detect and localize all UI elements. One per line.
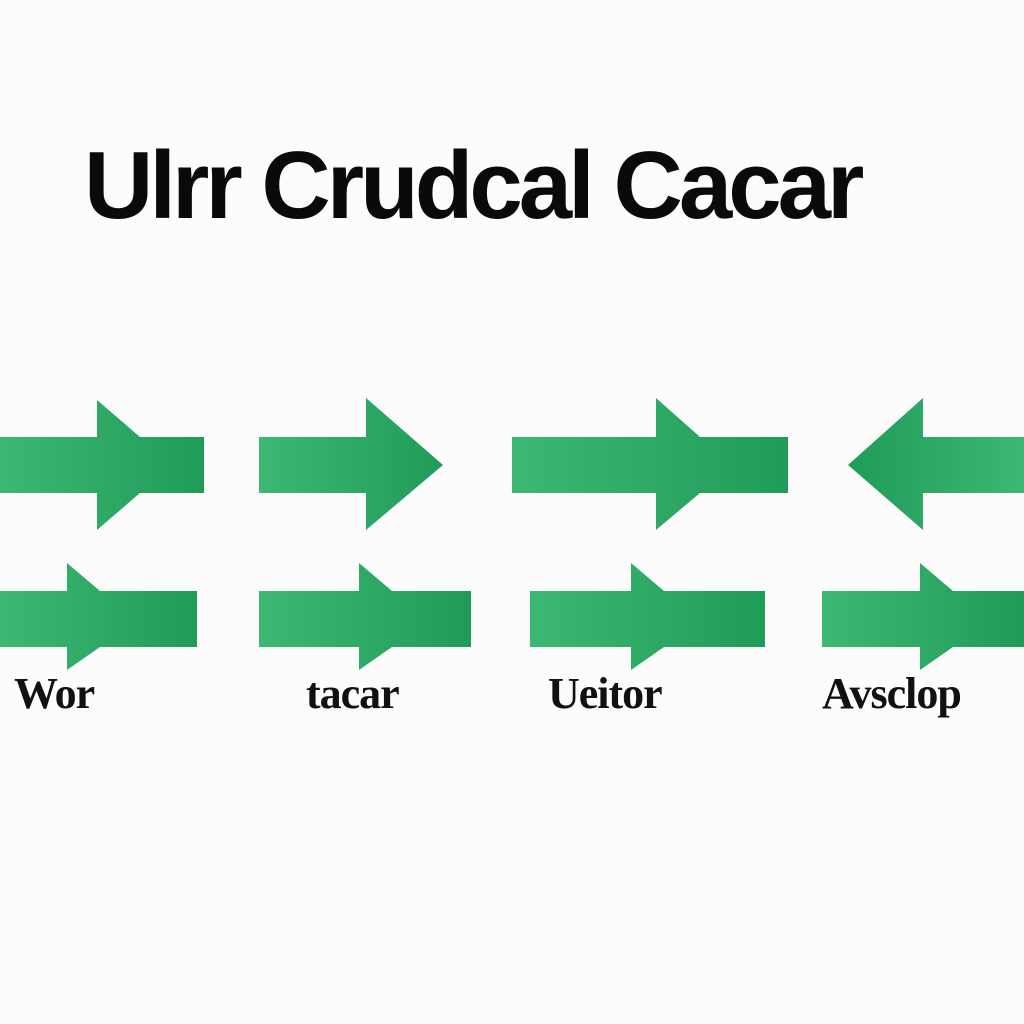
arrow-right-5 [0, 563, 197, 670]
label-2: tacar [306, 669, 400, 718]
arrow-right-8 [822, 563, 1024, 670]
label-3: Ueitor [548, 669, 663, 718]
arrow-right-3 [512, 398, 788, 530]
arrow-right-2 [259, 398, 443, 530]
label-1: Wor [14, 669, 95, 718]
arrow-right-7 [530, 563, 765, 670]
arrow-right-1 [0, 400, 204, 530]
label-4: Avsclop [822, 669, 962, 718]
arrow-right-6 [259, 563, 471, 670]
diagram-title: Ulrr Crudcal Cacar [84, 132, 864, 239]
arrow-left-4 [848, 398, 1024, 530]
